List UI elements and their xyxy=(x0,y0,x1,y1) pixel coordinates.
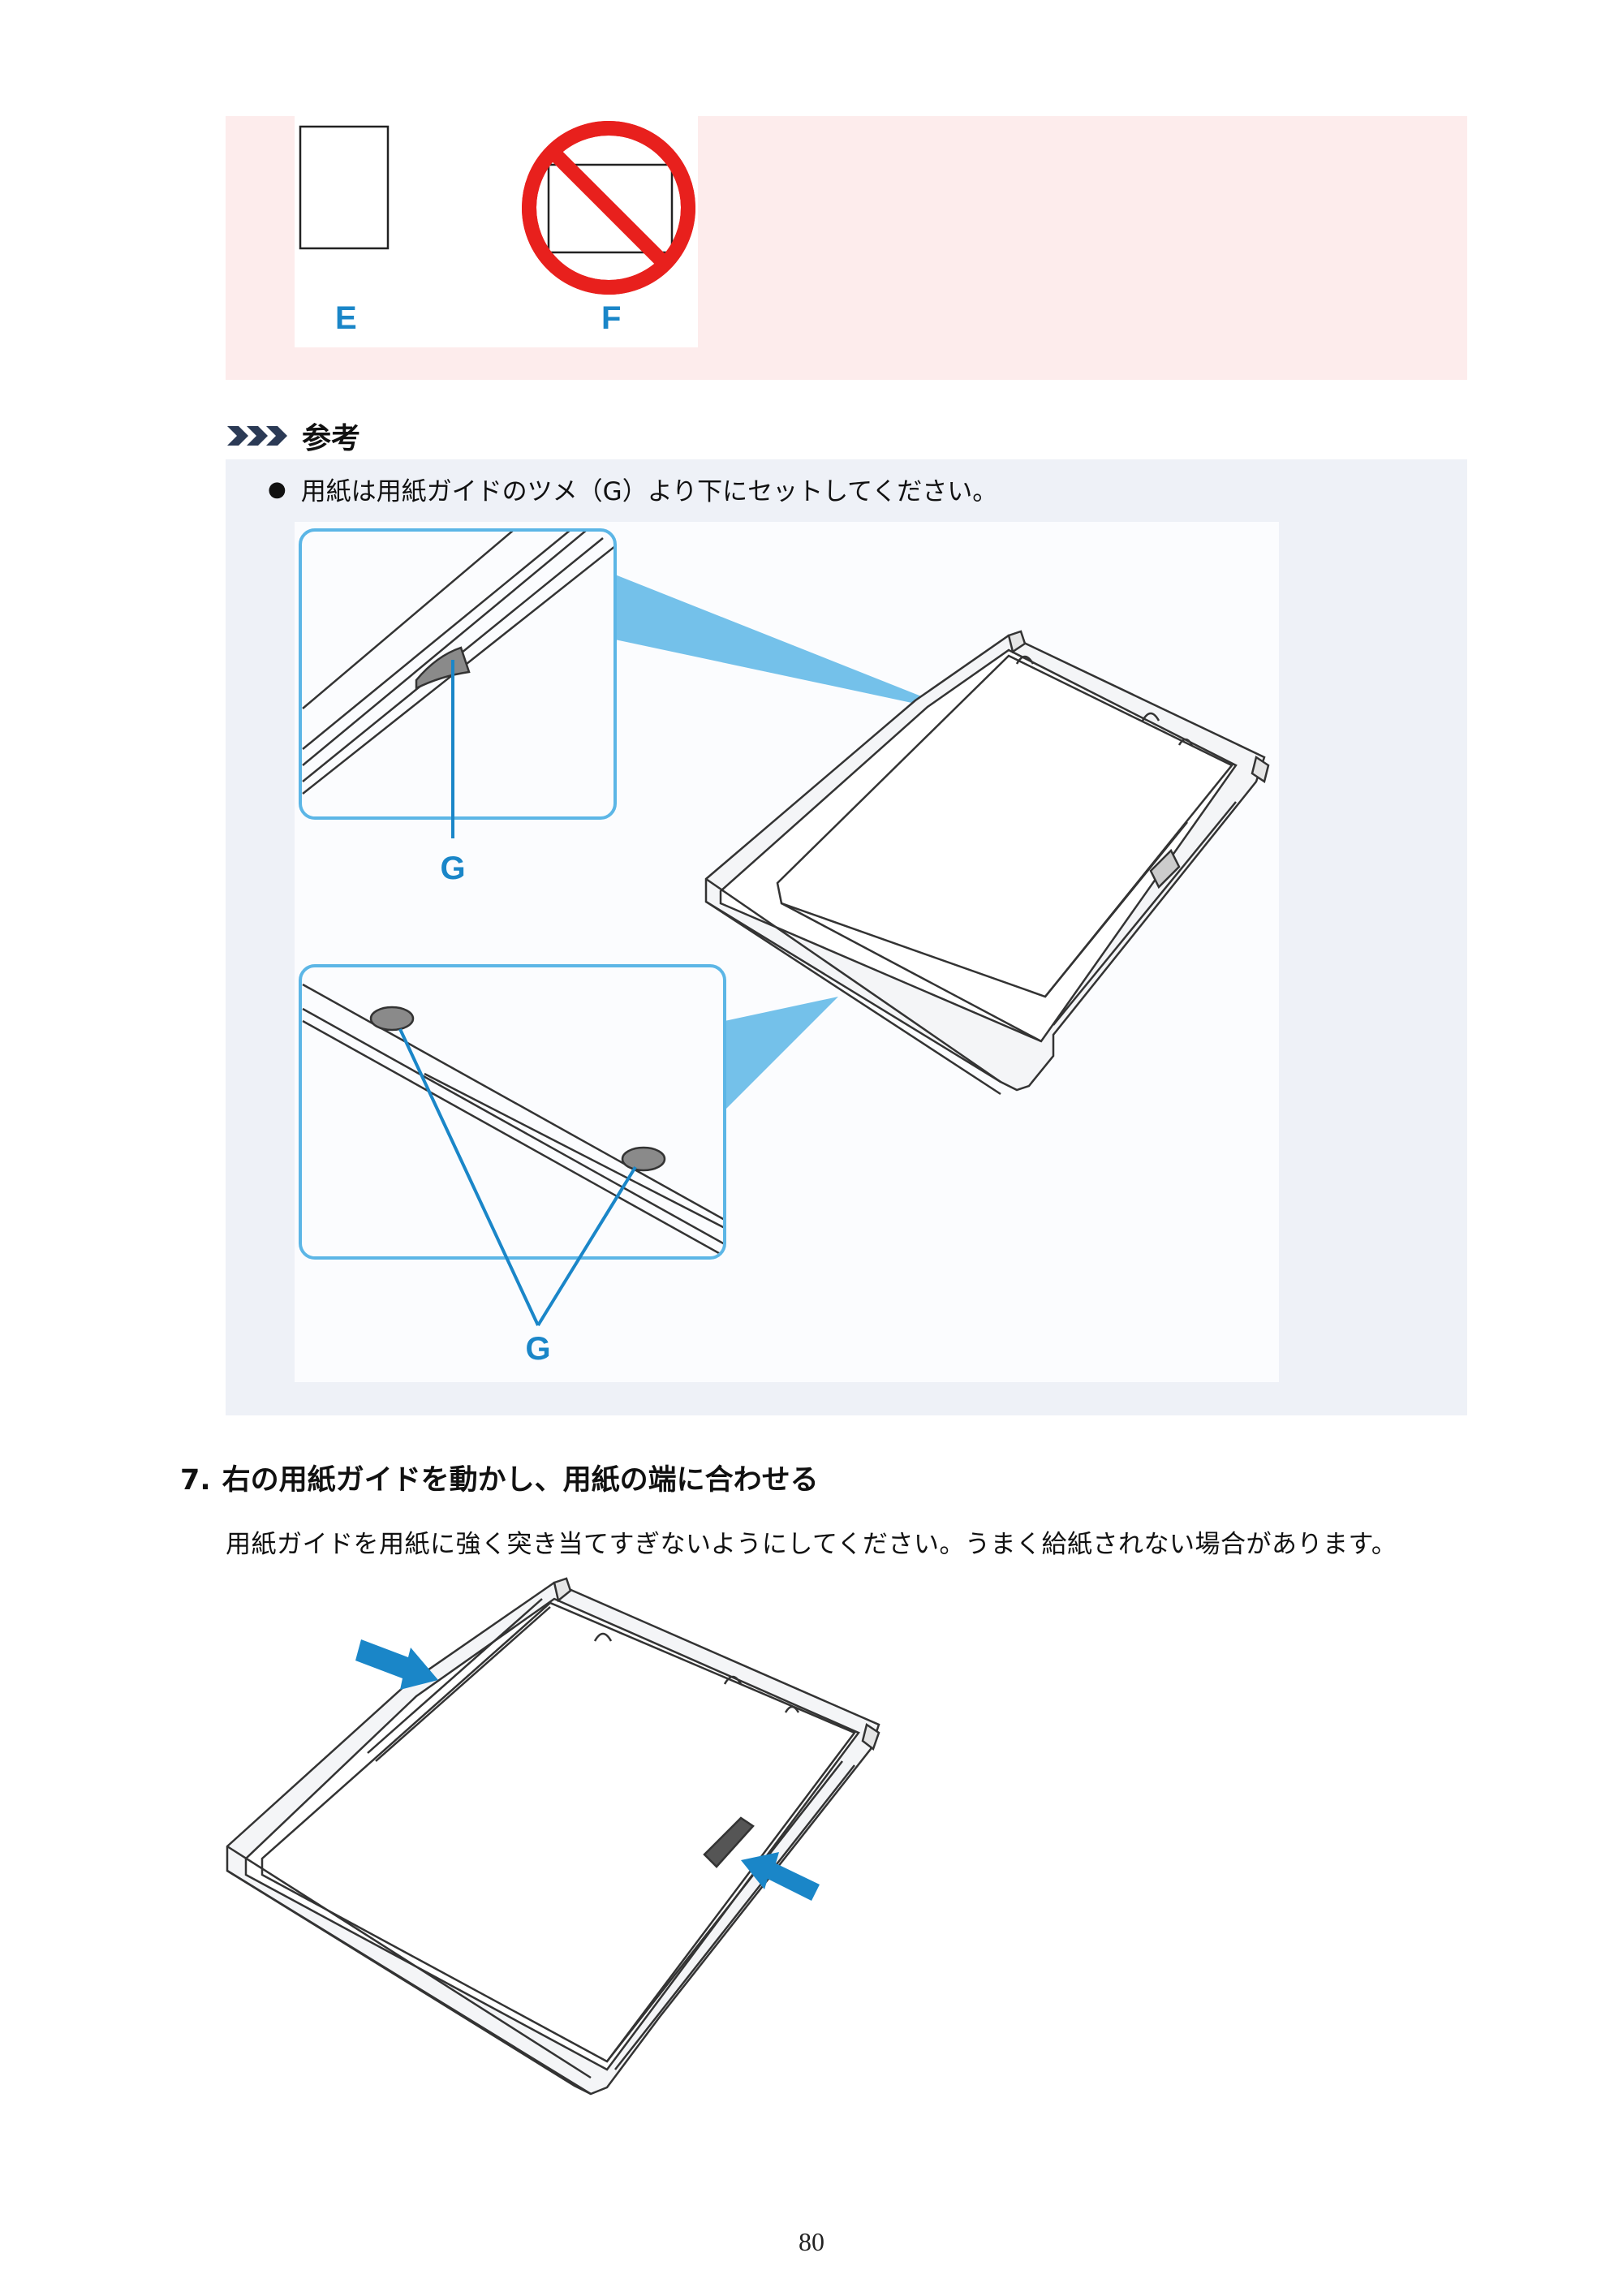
note-bullet-item: ● 用紙は用紙ガイドのツメ（G）より下にセットしてください。 xyxy=(268,471,997,507)
paper-orientation-illustration xyxy=(299,121,695,295)
adjust-guide-figure xyxy=(226,1566,891,2102)
zoom-callout-top xyxy=(299,528,617,838)
step-description: 用紙ガイドを用紙に強く突き当てすぎないようにしてください。うまく給紙されない場合… xyxy=(226,1530,1397,1559)
note-bullet-text: 用紙は用紙ガイドのツメ（G）より下にセットしてください。 xyxy=(300,477,998,506)
cassette-guide-illustration xyxy=(226,1577,880,2096)
label-f: F xyxy=(601,300,622,336)
portrait-paper xyxy=(299,125,390,250)
step-7-heading: 7. 右の用紙ガイドを動かし、用紙の端に合わせる xyxy=(180,1457,819,1498)
bullet-dot-icon: ● xyxy=(268,476,286,502)
triple-chevron-icon xyxy=(227,426,287,446)
step-number: 7. xyxy=(180,1464,211,1497)
label-e: E xyxy=(335,300,357,336)
claw-label-top: G xyxy=(440,851,465,886)
step-title: 右の用紙ガイドを動かし、用紙の端に合わせる xyxy=(222,1464,819,1497)
paper-cassette-2 xyxy=(226,1577,880,2096)
note-title: 参考 xyxy=(302,422,361,455)
paper-cassette xyxy=(704,630,1270,1096)
zoom-callout-bottom xyxy=(299,964,726,1327)
prohibited-sign-icon xyxy=(522,121,695,295)
claw-label-bottom: G xyxy=(525,1331,550,1367)
cassette-claw-illustration: G G xyxy=(299,528,1270,1367)
callout-wedge-bottom xyxy=(725,997,838,1110)
blue-arrow-icon xyxy=(355,1639,438,1690)
callout-wedge-top xyxy=(615,575,928,704)
note-heading: 参考 xyxy=(227,416,360,456)
paper-orientation-figure: E F xyxy=(295,116,698,347)
blue-arrow-icon xyxy=(741,1852,820,1901)
tray-claw-figure: G G xyxy=(295,522,1279,1382)
page-number: 80 xyxy=(799,2227,824,2256)
